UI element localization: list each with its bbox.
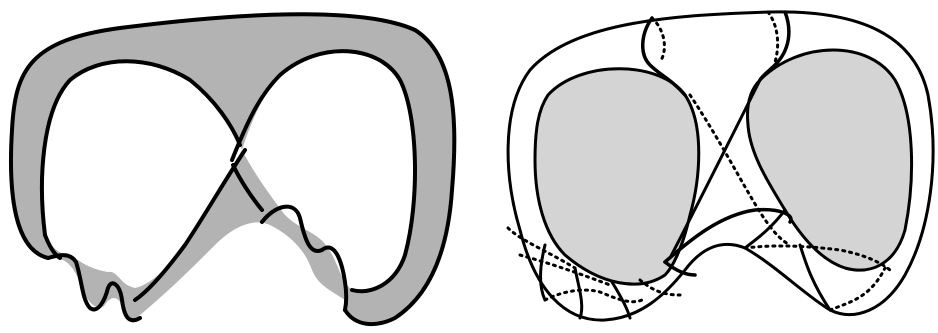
left-panel bbox=[11, 14, 454, 324]
right-panel bbox=[508, 12, 933, 320]
